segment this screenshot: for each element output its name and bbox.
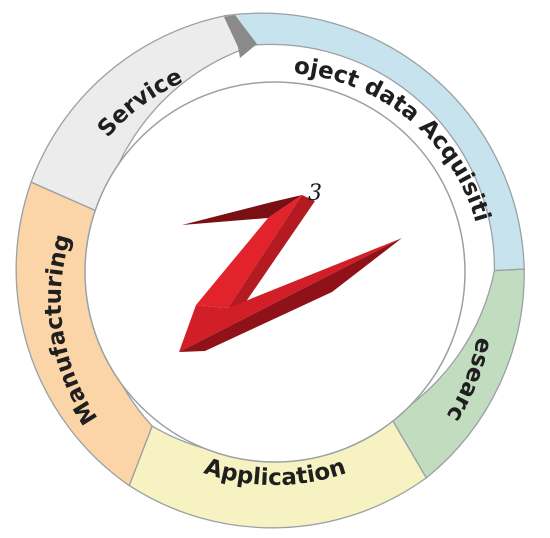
z3-logo: 3 — [179, 181, 402, 352]
segment-divider-arrow — [224, 15, 257, 58]
inner-circle — [84, 81, 466, 463]
segment-service — [30, 14, 258, 215]
logo-superscript: 3 — [308, 181, 322, 206]
